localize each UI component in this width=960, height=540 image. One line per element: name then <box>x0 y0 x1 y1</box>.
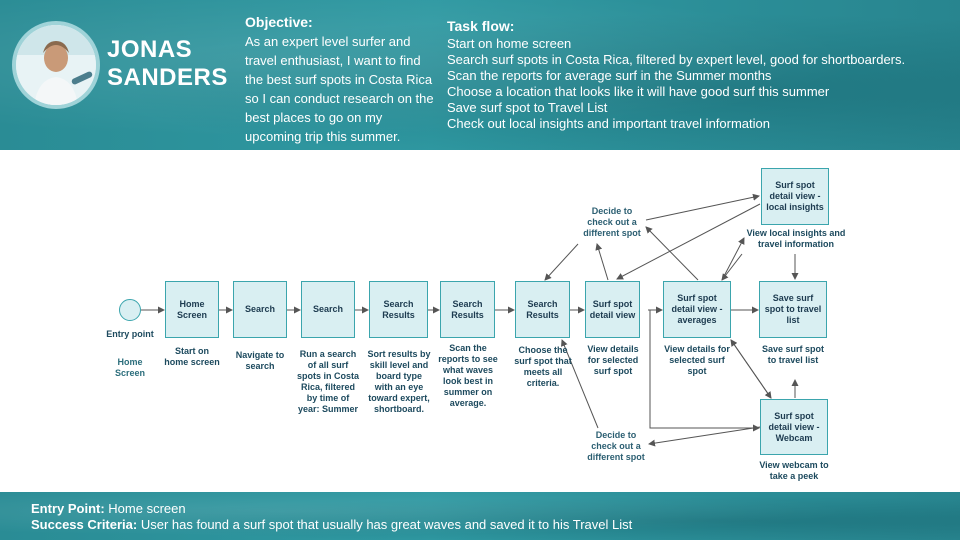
node-search[interactable]: Search <box>233 281 287 338</box>
node-title: Search Results <box>526 298 559 320</box>
footer-success-value: User has found a surf spot that usually … <box>140 517 633 532</box>
entry-point-label: Entry point <box>106 329 154 339</box>
task-flow-item: Scan the reports for average surf in the… <box>447 68 772 83</box>
node-caption: View details for selected surf spot <box>587 344 639 376</box>
objective-section: Objective: As an expert level surfer and… <box>245 13 440 146</box>
footer-success-criteria: Success Criteria: User has found a surf … <box>31 517 632 533</box>
node-caption: View webcam to take a peek <box>759 460 829 481</box>
node-title: Search <box>312 304 344 314</box>
node-title: Surf spot detail view - local insights <box>766 180 824 212</box>
node-title: Search Results <box>382 298 415 320</box>
node-search-results-sort[interactable]: Search Results <box>369 281 428 338</box>
footer-success-label: Success Criteria: <box>31 517 138 532</box>
node-caption: Start on home screen <box>164 346 220 367</box>
arrow-detail-webcam <box>649 310 760 432</box>
arrow-decide-bottom-choose <box>561 339 599 429</box>
footer-band: Entry Point: Home screen Success Criteri… <box>0 492 960 540</box>
node-caption: Navigate to search <box>235 350 285 371</box>
persona-last-name: SANDERS <box>107 64 228 91</box>
arrow-insights-detail <box>616 203 761 280</box>
task-flow-item: Check out local insights and important t… <box>447 116 770 131</box>
node-title: Surf spot detail view - Webcam <box>768 410 820 443</box>
task-flow-section: Task flow: Start on home screen Search s… <box>447 17 952 132</box>
decide-label-bottom: Decide to check out a different spot <box>587 430 645 462</box>
node-title: Home Screen <box>176 298 208 320</box>
entry-point-circle[interactable] <box>119 299 141 321</box>
node-caption: View local insights and travel informati… <box>746 228 846 249</box>
arrow-averages-insights <box>721 237 745 281</box>
node-title: Surf spot detail view <box>589 298 636 320</box>
node-save-travel-list[interactable]: Save surf spot to travel list <box>759 281 827 338</box>
node-search-filtered[interactable]: Search <box>301 281 355 338</box>
objective-text: As an expert level surfer and travel ent… <box>245 34 434 144</box>
node-search-results-choose[interactable]: Search Results <box>515 281 570 338</box>
header-band: JONAS SANDERS Objective: As an expert le… <box>0 0 960 150</box>
node-caption: Sort results by skill level and board ty… <box>367 349 431 414</box>
task-flow-item: Save surf spot to Travel List <box>447 100 608 115</box>
node-title: Surf spot detail view - averages <box>671 293 723 325</box>
node-caption: Scan the reports to see what waves look … <box>438 343 498 408</box>
avatar <box>12 21 100 109</box>
arrow-detail-decide-top <box>595 243 609 281</box>
task-flow-item: Choose a location that looks like it wil… <box>447 84 830 99</box>
node-detail-webcam[interactable]: Surf spot detail view - Webcam <box>760 399 828 455</box>
node-search-results-scan[interactable]: Search Results <box>440 281 495 338</box>
arrow-decide-top-insights <box>645 193 760 221</box>
arrow-insights-caption-averages <box>721 253 743 281</box>
arrow-webcam-averages <box>730 339 772 399</box>
node-caption: Run a search of all surf spots in Costa … <box>296 349 359 414</box>
arrow-decide-top-choose <box>544 243 579 281</box>
objective-heading: Objective: <box>245 14 313 30</box>
arrow-averages-decide-top <box>645 226 699 281</box>
node-home-screen[interactable]: Home Screen <box>165 281 219 338</box>
persona-name: JONAS SANDERS <box>107 36 228 92</box>
footer-entry-point-label: Entry Point: <box>31 501 105 516</box>
task-flow-heading: Task flow: <box>447 18 515 34</box>
node-caption: Choose the surf spot that meets all crit… <box>514 345 572 388</box>
task-flow-item: Start on home screen <box>447 36 572 51</box>
node-surf-spot-detail[interactable]: Surf spot detail view <box>585 281 640 338</box>
task-flow-item: Search surf spots in Costa Rica, filtere… <box>447 52 906 67</box>
node-title: Save surf spot to travel list <box>764 293 822 325</box>
persona-first-name: JONAS <box>107 36 193 63</box>
footer-entry-point-value: Home screen <box>108 501 186 516</box>
arrow-webcam-decide-bottom <box>648 426 761 447</box>
entry-point-caption: Home Screen <box>114 357 146 378</box>
footer-entry-point: Entry Point: Home screen <box>31 501 186 517</box>
node-detail-local-insights[interactable]: Surf spot detail view - local insights <box>761 168 829 225</box>
decide-label-top: Decide to check out a different spot <box>583 206 641 238</box>
node-detail-averages[interactable]: Surf spot detail view - averages <box>663 281 731 338</box>
node-caption: Save surf spot to travel list <box>761 344 825 365</box>
node-title: Search Results <box>451 298 484 320</box>
node-title: Search <box>244 304 276 314</box>
node-caption: View details for selected surf spot <box>664 344 730 376</box>
